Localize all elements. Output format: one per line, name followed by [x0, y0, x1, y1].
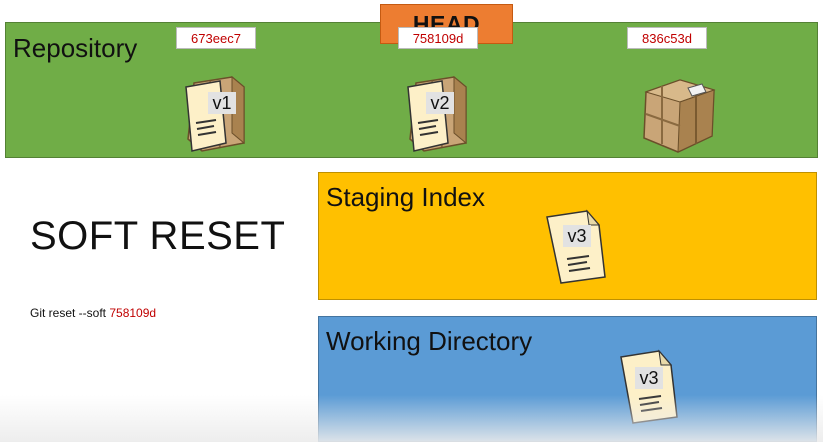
- document-icon: v3: [617, 349, 681, 425]
- working-directory-title: Working Directory: [326, 326, 533, 356]
- soft-reset-heading: SOFT RESET: [30, 214, 286, 258]
- staging-index-panel: Staging Index v3: [318, 172, 817, 300]
- git-command-hash: 758109d: [109, 306, 157, 320]
- staging-document-label: v3: [563, 225, 591, 247]
- git-command-text: Git reset --soft: [30, 306, 110, 320]
- package-with-document-icon: v2: [402, 73, 472, 157]
- working-directory-panel: Working Directory v3: [318, 316, 817, 442]
- working-document-label: v3: [635, 367, 663, 389]
- sealed-package-icon: [636, 74, 720, 158]
- staging-index-title: Staging Index: [326, 182, 486, 212]
- git-command: Git reset --soft 758109d: [30, 306, 156, 320]
- repository-title: Repository: [13, 33, 138, 63]
- commit-hash-2: 758109d: [398, 27, 478, 49]
- document-icon: v3: [543, 209, 609, 285]
- commit-2-version-label: v2: [426, 92, 454, 114]
- commit-hash-3: 836c53d: [627, 27, 707, 49]
- package-with-document-icon: v1: [180, 73, 250, 157]
- commit-hash-1: 673eec7: [176, 27, 256, 49]
- commit-1-version-label: v1: [208, 92, 236, 114]
